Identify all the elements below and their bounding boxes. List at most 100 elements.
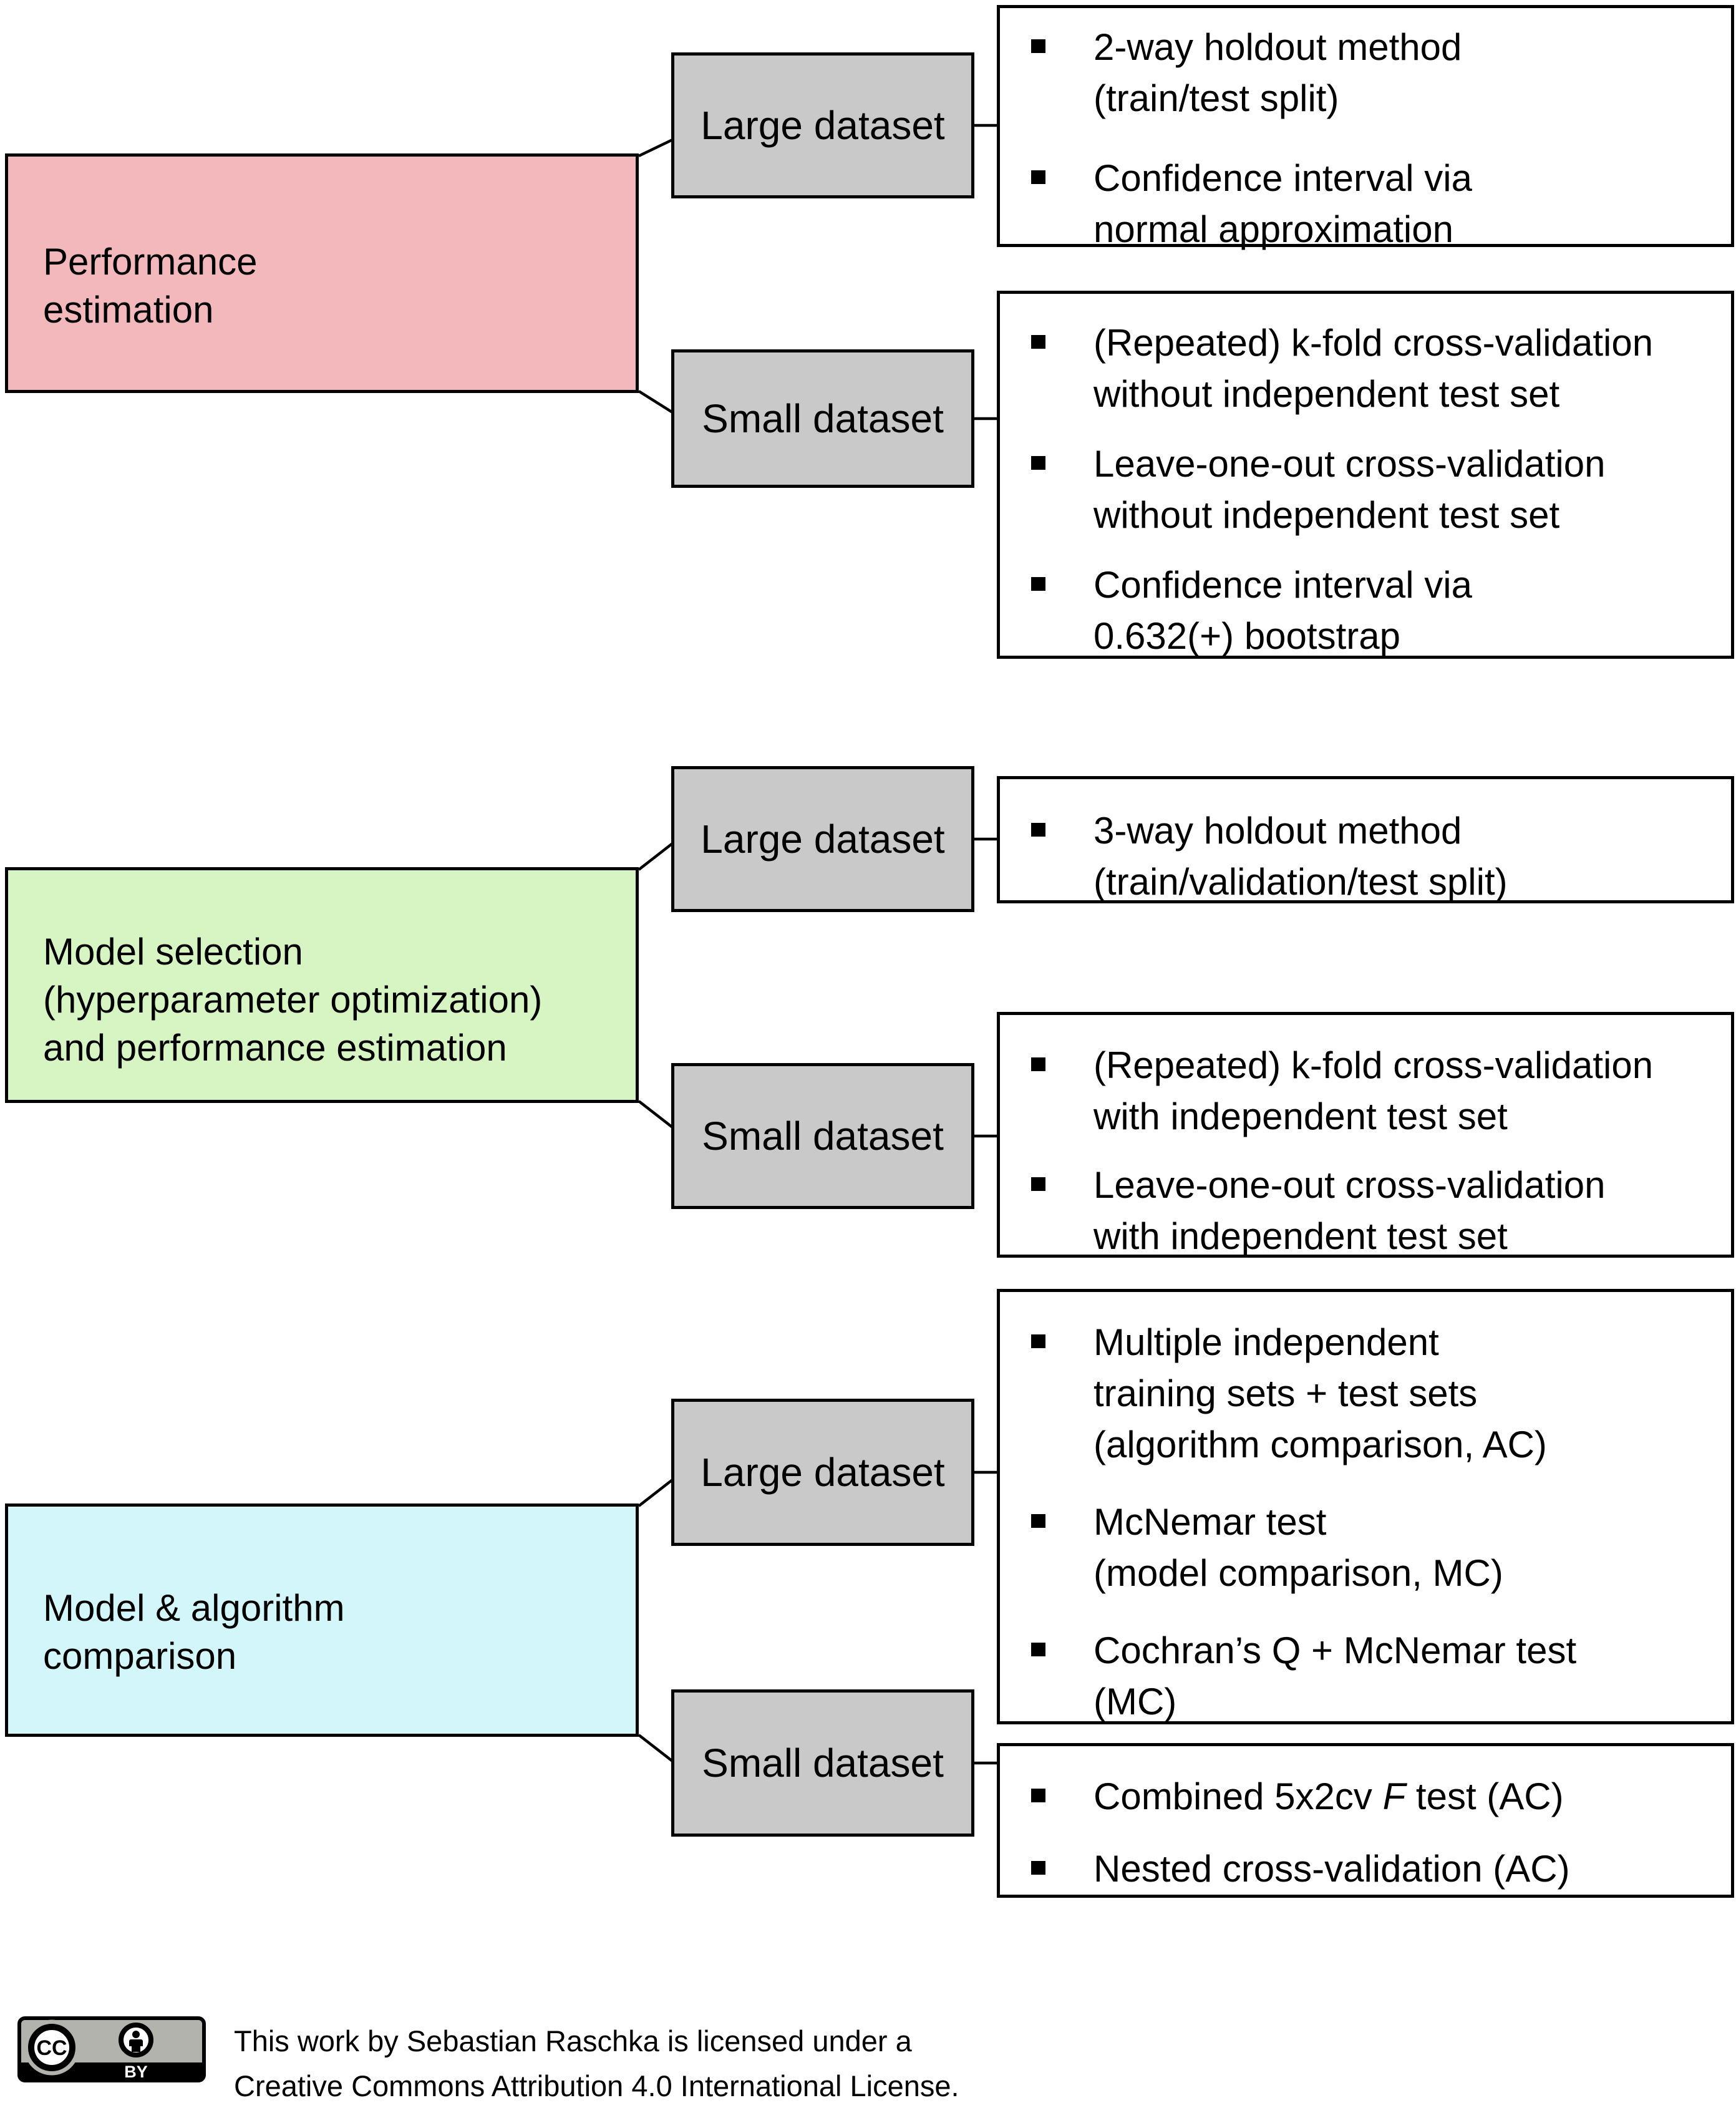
method-line: training sets + test sets xyxy=(1093,1372,1478,1414)
bullet-square-icon xyxy=(1031,823,1045,837)
method-line: Multiple independent xyxy=(1093,1321,1439,1363)
list-item: Cochran’s Q + McNemar test (MC) xyxy=(1000,1625,1731,1727)
label-line: and performance estimation xyxy=(43,1027,507,1069)
bullet-square-icon xyxy=(1031,1643,1045,1656)
sec1-large-dataset-box: Large dataset xyxy=(671,52,974,198)
sec3-large-dataset-box: Large dataset xyxy=(671,1399,974,1546)
bullet-square-icon xyxy=(1031,1861,1045,1875)
method-line: (MC) xyxy=(1093,1681,1177,1722)
method-line: with independent test set xyxy=(1093,1215,1508,1257)
sec1-small-dataset-box: Small dataset xyxy=(671,349,974,488)
large-dataset-label: Large dataset xyxy=(701,103,945,148)
connector-sec3-small xyxy=(638,1734,674,1762)
label-line: Model selection xyxy=(43,931,303,973)
connector-sec2-large xyxy=(638,842,674,871)
label-line: estimation xyxy=(43,289,214,331)
method-line: McNemar test xyxy=(1093,1501,1327,1543)
bullet-square-icon xyxy=(1031,1057,1045,1071)
sec3-large-methods-box: Multiple independent training sets + tes… xyxy=(997,1289,1734,1724)
cc-by-badge: CC BY xyxy=(17,2016,206,2082)
method-line: (algorithm comparison, AC) xyxy=(1093,1424,1547,1465)
list-item: McNemar test (model comparison, MC) xyxy=(1000,1497,1731,1599)
license-line: This work by Sebastian Raschka is licens… xyxy=(234,2024,912,2057)
person-head-icon xyxy=(132,2031,140,2038)
method-line: with independent test set xyxy=(1093,1095,1508,1137)
method-line: (Repeated) k-fold cross-validation xyxy=(1093,1044,1654,1086)
sec2-large-dataset-box: Large dataset xyxy=(671,766,974,912)
connector-sec3-large xyxy=(638,1479,674,1507)
license-line: Creative Commons Attribution 4.0 Interna… xyxy=(234,2069,959,2102)
list-item: 2-way holdout method (train/test split) xyxy=(1000,22,1731,124)
connector-sec1-large xyxy=(638,138,673,158)
person-body-icon xyxy=(129,2039,143,2052)
connector-sec1-small xyxy=(638,390,674,414)
method-line: (train/validation/test split) xyxy=(1093,861,1508,903)
model-selection-label: Model selection (hyperparameter optimiza… xyxy=(8,870,636,1072)
large-dataset-label: Large dataset xyxy=(701,1450,945,1495)
method-line: (model comparison, MC) xyxy=(1093,1552,1503,1594)
list-item: 3-way holdout method (train/validation/t… xyxy=(1000,805,1731,908)
sec2-small-dataset-box: Small dataset xyxy=(671,1063,974,1209)
sec3-small-dataset-box: Small dataset xyxy=(671,1689,974,1837)
list-item: Leave-one-out cross-validation with inde… xyxy=(1000,1160,1731,1262)
list-item: Confidence interval via normal approxima… xyxy=(1000,153,1731,255)
cc-circle-halo xyxy=(24,2019,80,2076)
method-line-part: test (AC) xyxy=(1405,1776,1564,1817)
label-line: (hyperparameter optimization) xyxy=(43,979,543,1021)
cc-circle-icon xyxy=(28,2024,75,2071)
method-line: (Repeated) k-fold cross-validation xyxy=(1093,322,1654,364)
list-item: Combined 5x2cv F test (AC) xyxy=(1000,1771,1731,1822)
bullet-square-icon xyxy=(1031,1177,1045,1191)
method-line: 0.632(+) bootstrap xyxy=(1093,615,1400,657)
performance-estimation-label: Performance estimation xyxy=(8,157,636,334)
bullet-square-icon xyxy=(1031,335,1045,349)
bullet-square-icon xyxy=(1031,1334,1045,1348)
method-line: without independent test set xyxy=(1093,373,1560,415)
label-line: comparison xyxy=(43,1635,237,1677)
bullet-square-icon xyxy=(1031,39,1045,53)
list-item: Leave-one-out cross-validation without i… xyxy=(1000,439,1731,541)
method-line-italic: F xyxy=(1382,1776,1406,1817)
method-line: 3-way holdout method xyxy=(1093,810,1462,852)
bullet-square-icon xyxy=(1031,577,1045,591)
sec1-large-methods-box: 2-way holdout method (train/test split) … xyxy=(997,5,1734,250)
method-line: Cochran’s Q + McNemar test xyxy=(1093,1630,1577,1671)
method-line: Confidence interval via xyxy=(1093,157,1473,199)
connector-sec2-small xyxy=(638,1100,674,1129)
list-item: Nested cross-validation (AC) xyxy=(1000,1844,1731,1895)
method-line: Leave-one-out cross-validation xyxy=(1093,443,1606,485)
method-line: normal approximation xyxy=(1093,208,1453,250)
bullet-square-icon xyxy=(1031,1789,1045,1802)
label-line: Model & algorithm xyxy=(43,1587,345,1629)
method-line: without independent test set xyxy=(1093,494,1560,536)
method-line-part: Combined 5x2cv xyxy=(1093,1776,1383,1817)
method-line: Confidence interval via xyxy=(1093,564,1473,606)
performance-estimation-box: Performance estimation xyxy=(5,153,639,393)
small-dataset-label: Small dataset xyxy=(702,396,944,441)
model-selection-box: Model selection (hyperparameter optimiza… xyxy=(5,867,639,1103)
sec1-small-methods-box: (Repeated) k-fold cross-validation witho… xyxy=(997,291,1734,659)
small-dataset-label: Small dataset xyxy=(702,1741,944,1785)
large-dataset-label: Large dataset xyxy=(701,817,945,862)
list-item: (Repeated) k-fold cross-validation witho… xyxy=(1000,318,1731,420)
list-item: Confidence interval via 0.632(+) bootstr… xyxy=(1000,560,1731,662)
bullet-square-icon xyxy=(1031,170,1045,184)
method-line: Nested cross-validation (AC) xyxy=(1093,1848,1570,1890)
by-letters: BY xyxy=(124,2062,148,2081)
sec2-large-methods-box: 3-way holdout method (train/validation/t… xyxy=(997,776,1734,903)
license-text: This work by Sebastian Raschka is licens… xyxy=(234,2019,959,2109)
list-item: (Repeated) k-fold cross-validation with … xyxy=(1000,1040,1731,1142)
bullet-square-icon xyxy=(1031,1514,1045,1528)
method-line: 2-way holdout method xyxy=(1093,26,1462,68)
cc-letters: CC xyxy=(36,2036,67,2060)
sec2-small-methods-box: (Repeated) k-fold cross-validation with … xyxy=(997,1012,1734,1258)
bullet-square-icon xyxy=(1031,456,1045,470)
method-line: (train/test split) xyxy=(1093,77,1339,119)
sec3-small-methods-box: Combined 5x2cv F test (AC) Nested cross-… xyxy=(997,1743,1734,1898)
list-item: Multiple independent training sets + tes… xyxy=(1000,1317,1731,1470)
label-line: Performance xyxy=(43,241,258,283)
method-line: Leave-one-out cross-validation xyxy=(1093,1164,1606,1206)
model-algorithm-comparison-label: Model & algorithm comparison xyxy=(8,1507,636,1680)
